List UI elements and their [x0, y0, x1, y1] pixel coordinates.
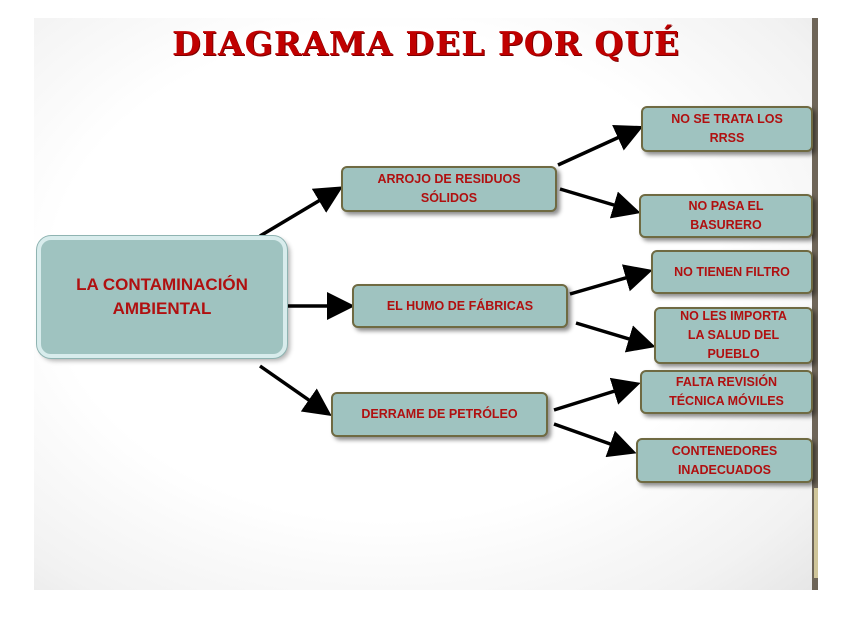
- reason-node-1-2: NO PASA EL BASURERO: [639, 194, 813, 238]
- reason-node-3-1: FALTA REVISIÓN TÉCNICA MÓVILES: [640, 370, 813, 414]
- arrow-cause-1-to-reason-1: [557, 124, 644, 167]
- reason-node-1-1: NO SE TRATA LOS RRSS: [641, 106, 813, 152]
- arrow-cause-3-to-reason-2: [553, 422, 637, 458]
- slide-right-border: [812, 18, 818, 590]
- arrows-layer: [258, 124, 656, 458]
- root-node: LA CONTAMINACIÓN AMBIENTAL: [37, 236, 287, 358]
- slide: DIAGRAMA DEL POR QUÉ LA CONTAMINACIÓN AM…: [34, 18, 818, 590]
- diagram-title: DIAGRAMA DEL POR QUÉ: [171, 24, 681, 63]
- slide-right-accent: [814, 488, 818, 578]
- arrow-cause-1-to-reason-2: [559, 187, 641, 219]
- arrow-cause-2-to-reason-1: [569, 264, 653, 296]
- reason-node-2-1: NO TIENEN FILTRO: [651, 250, 813, 294]
- reason-node-2-2: NO LES IMPORTA LA SALUD DEL PUEBLO: [654, 307, 813, 364]
- arrow-cause-2-to-reason-2: [575, 321, 656, 353]
- arrow-root-to-cause-1: [259, 186, 344, 238]
- arrow-cause-3-to-reason-1: [553, 377, 641, 412]
- cause-node-2: EL HUMO DE FÁBRICAS: [352, 284, 568, 328]
- cause-node-3: DERRAME DE PETRÓLEO: [331, 392, 548, 437]
- cause-node-1: ARROJO DE RESIDUOS SÓLIDOS: [341, 166, 557, 212]
- arrow-root-to-cause-3: [258, 364, 332, 417]
- reason-node-3-2: CONTENEDORES INADECUADOS: [636, 438, 813, 483]
